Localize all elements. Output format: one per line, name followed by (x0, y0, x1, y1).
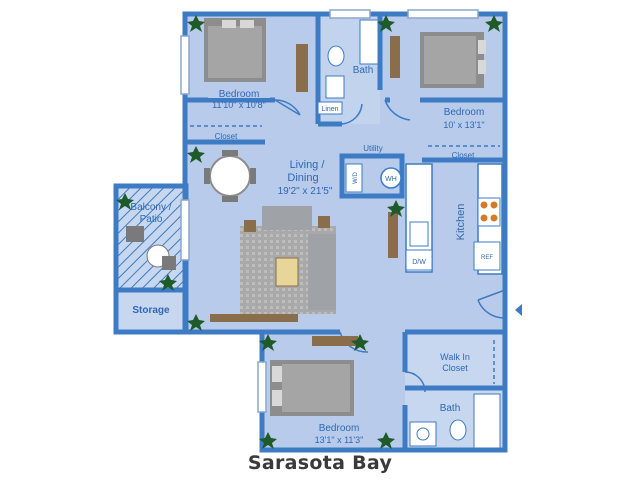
patio-furniture (126, 226, 176, 270)
balcony-name-2: Patio (140, 214, 163, 225)
kitchen-fixtures (405, 163, 503, 275)
plant-icons (116, 15, 503, 449)
bedroom2-size: 10' x 13'1" (443, 120, 484, 130)
bath1-name: Bath (353, 65, 374, 76)
plant-icon (259, 432, 277, 449)
plant-icon (159, 274, 177, 291)
living-name-1: Living / (290, 159, 326, 171)
refrigerator-label: REF (481, 255, 493, 261)
dining-table (204, 150, 256, 202)
utility-label: Utility (363, 144, 383, 153)
living-furniture (210, 206, 398, 322)
bedroom1-size: 11'10" x 10'8" (212, 100, 266, 110)
plant-icon (187, 15, 205, 32)
bath2-name: Bath (440, 403, 461, 414)
bath2-fixtures (409, 393, 501, 449)
plan-title: Sarasota Bay (247, 452, 393, 474)
dishwasher-label: D/W (412, 259, 426, 266)
plant-icon (377, 432, 395, 449)
bed-1 (204, 18, 266, 82)
washer-dryer-label: W/D (353, 172, 359, 184)
bedroom2-name: Bedroom (444, 107, 485, 118)
windows (180, 9, 479, 413)
balcony-name-1: Balcony / (130, 202, 171, 213)
bed-3 (270, 360, 354, 416)
closet-rods (190, 125, 500, 384)
plant-icon (351, 334, 369, 351)
living-size: 19'2" x 21'5" (278, 186, 333, 197)
plant-icon (387, 200, 405, 217)
dresser-1 (296, 44, 308, 92)
plant-icon (259, 334, 277, 351)
plant-icon (485, 15, 503, 32)
dresser-3 (312, 336, 358, 346)
bath1-fixtures (325, 19, 379, 99)
walkin-name-1: Walk In (440, 352, 470, 362)
linen-label: Linen (321, 106, 338, 113)
plant-icon (187, 146, 205, 163)
plant-icon (377, 15, 395, 32)
walkin-name-2: Closet (442, 363, 468, 373)
living-name-2: Dining (287, 172, 318, 184)
room-labels: Bedroom 11'10" x 10'8" Bath Linen Bedroo… (130, 65, 493, 445)
bedroom3-name: Bedroom (319, 423, 360, 434)
water-heater-label: WH (385, 176, 397, 183)
bedroom3-size: 13'1" x 11'3" (315, 435, 364, 445)
entry-arrow-icon (515, 304, 522, 316)
doors (274, 99, 506, 393)
dresser-2 (390, 36, 400, 78)
kitchen-name: Kitchen (455, 204, 467, 241)
bedroom1-name: Bedroom (219, 89, 260, 100)
plant-icon (187, 314, 205, 331)
storage-label: Storage (132, 305, 170, 316)
utility-fixtures (345, 163, 402, 193)
closet1-label: Closet (215, 132, 238, 141)
closet2-label: Closet (452, 151, 475, 160)
bed-2 (420, 32, 486, 88)
plant-icon (116, 193, 134, 210)
